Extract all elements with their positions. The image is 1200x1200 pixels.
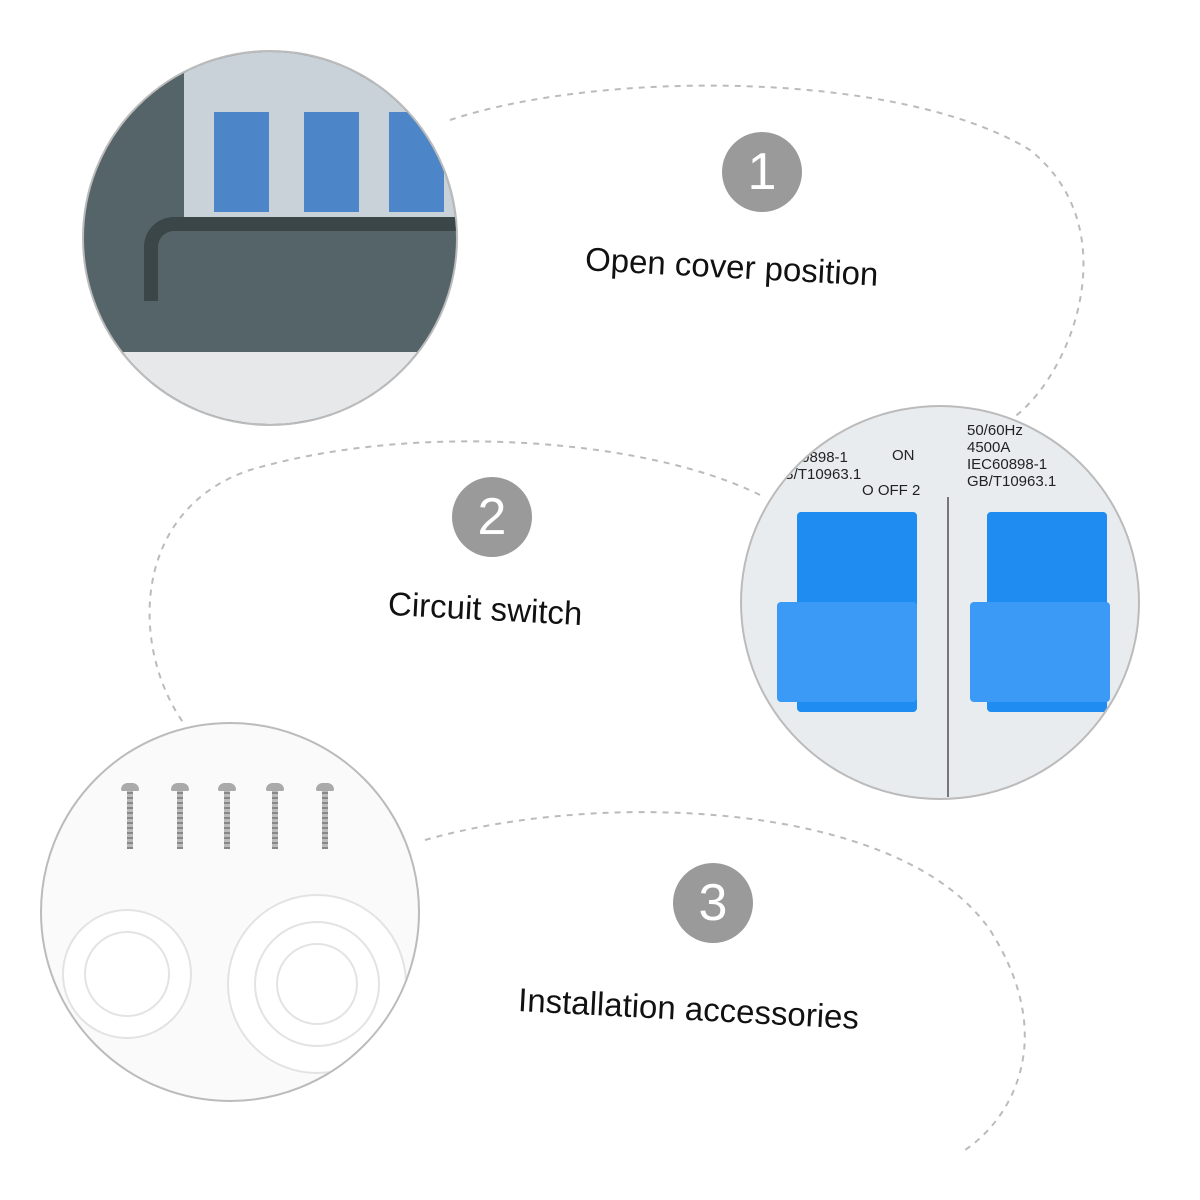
screw <box>121 783 139 849</box>
screw <box>218 783 236 849</box>
step-2-badge: 2 <box>452 477 532 557</box>
off-marking: O OFF 2 <box>862 482 921 499</box>
step-1-badge: 1 <box>722 132 802 212</box>
grommet-small <box>62 909 192 1039</box>
grommet-large <box>227 894 407 1074</box>
step-3-badge: 3 <box>673 863 753 943</box>
accessories-photo <box>40 722 420 1102</box>
screw <box>266 783 284 849</box>
open-cover-photo <box>82 50 458 426</box>
screw <box>316 783 334 849</box>
on-marking: ON <box>892 447 915 464</box>
screw <box>171 783 189 849</box>
